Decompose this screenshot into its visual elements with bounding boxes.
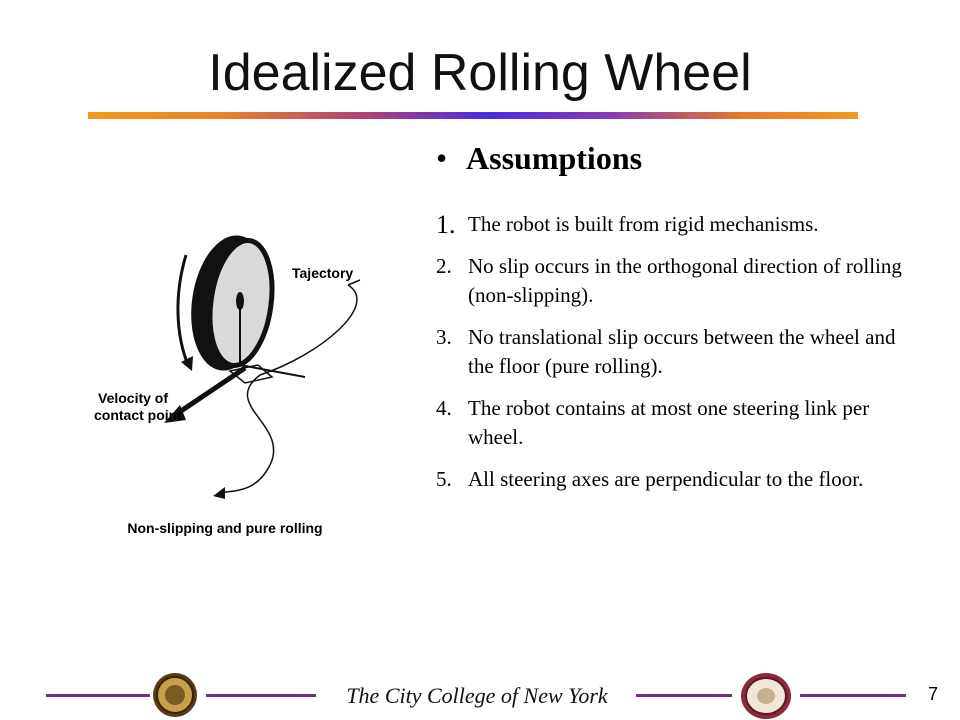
trajectory-curve: [219, 284, 358, 494]
page-number: 7: [928, 684, 939, 704]
assumptions-list: 1. The robot is built from rigid mechani…: [436, 210, 916, 507]
item-text: All steering axes are perpendicular to t…: [468, 467, 864, 491]
velocity-label-line1: Velocity of: [98, 390, 168, 406]
list-item: 4. The robot contains at most one steeri…: [436, 394, 916, 452]
item-number: 1.: [436, 210, 456, 239]
item-number: 2.: [436, 254, 452, 278]
list-item: 5. All steering axes are perpendicular t…: [436, 465, 916, 494]
title-underline: [88, 112, 858, 119]
rotation-arrow: [176, 254, 190, 366]
footer-institution: The City College of New York: [346, 683, 608, 708]
trajectory-label: Tajectory: [292, 265, 353, 281]
assumptions-heading: • Assumptions: [436, 140, 642, 177]
list-item: 3. No translational slip occurs between …: [436, 323, 916, 381]
slide-title: Idealized Rolling Wheel: [208, 44, 752, 102]
velocity-arrow: [173, 365, 247, 418]
item-number: 5.: [436, 467, 452, 491]
list-item: 2. No slip occurs in the orthogonal dire…: [436, 252, 916, 310]
figure-caption: Non-slipping and pure rolling: [127, 520, 323, 536]
list-item: 1. The robot is built from rigid mechani…: [436, 210, 916, 239]
college-seal-icon: [153, 673, 197, 717]
item-number: 3.: [436, 325, 452, 349]
item-text: The robot contains at most one steering …: [468, 396, 870, 449]
item-number: 4.: [436, 396, 452, 420]
heading-text: Assumptions: [466, 140, 643, 176]
item-text: No slip occurs in the orthogonal directi…: [468, 254, 902, 307]
wheel-hub: [236, 292, 244, 310]
item-text: No translational slip occurs between the…: [468, 325, 896, 378]
footer-rule-right: [800, 694, 906, 697]
rolling-wheel-figure: Tajectory Velocity of contact point: [94, 235, 361, 499]
footer-rule-left: [46, 694, 150, 697]
footer-rule-mid-left: [206, 694, 316, 697]
item-text: The robot is built from rigid mechanisms…: [468, 212, 819, 236]
footer-rule-mid-right: [636, 694, 732, 697]
velocity-label-line2: contact point: [94, 407, 182, 423]
bullet-glyph: •: [436, 140, 448, 176]
robotics-lab-seal-icon: [741, 673, 791, 719]
